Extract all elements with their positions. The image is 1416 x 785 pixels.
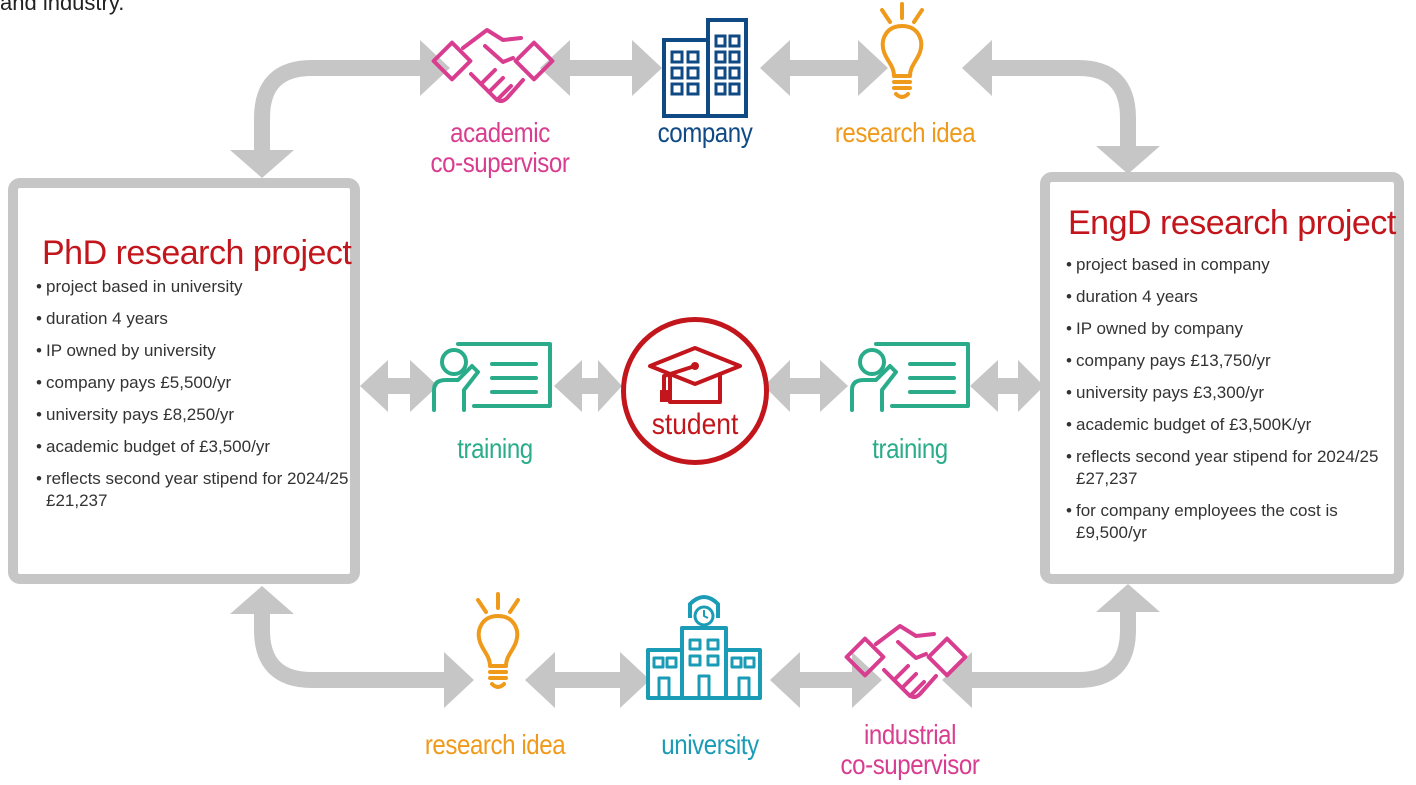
arrowhead <box>632 40 662 96</box>
arrowhead <box>420 40 450 96</box>
industrial-co-supervisor-label: industrial co-supervisor <box>840 719 980 780</box>
arrowhead <box>942 652 972 708</box>
arrowhead <box>770 652 800 708</box>
connector-bottom-right <box>965 608 1136 688</box>
connector-top-right <box>985 60 1136 150</box>
list-item: •project based in university <box>36 277 243 296</box>
university-label: university <box>661 729 759 760</box>
handshake-icon <box>844 624 968 699</box>
research-idea-label-bottom: research idea <box>424 729 566 760</box>
list-item: •university pays £8,250/yr <box>36 405 235 424</box>
training-label-left: training <box>457 433 533 464</box>
lightbulb-icon <box>476 592 520 689</box>
list-item: •IP owned by company <box>1066 319 1243 338</box>
company-label: company <box>657 117 753 148</box>
arrowhead <box>760 40 790 96</box>
training-label-right: training <box>872 433 948 464</box>
connector-arrowheads <box>230 40 1160 708</box>
teacher-board-icon <box>432 342 552 412</box>
list-item: •university pays £3,300/yr <box>1066 383 1265 402</box>
list-item: •duration 4 years <box>1066 287 1198 306</box>
arrowhead <box>852 652 882 708</box>
arrowhead <box>444 652 474 708</box>
list-item: •reflects second year stipend for 2024/2… <box>1066 447 1379 488</box>
list-item: •reflects second year stipend for 2024/2… <box>36 469 349 510</box>
arrowhead <box>230 150 294 178</box>
arrowhead <box>540 40 570 96</box>
student-node: student <box>621 317 769 465</box>
list-item: •for company employees the cost is £9,50… <box>1066 501 1338 542</box>
list-item: •IP owned by university <box>36 341 216 360</box>
list-item: •company pays £13,750/yr <box>1066 351 1271 370</box>
list-item: •project based in company <box>1066 255 1270 274</box>
academic-co-supervisor-label: academic co-supervisor <box>430 117 570 178</box>
office-building-icon <box>662 18 748 118</box>
arrowhead <box>525 652 555 708</box>
arrowhead <box>230 586 294 614</box>
handshake-icon <box>431 28 555 103</box>
teacher-board-icon <box>850 342 970 412</box>
phd-project-panel: PhD research project •project based in u… <box>8 178 360 584</box>
list-item: •academic budget of £3,500K/yr <box>1066 415 1312 434</box>
arrowhead <box>764 360 790 412</box>
list-item: •duration 4 years <box>36 309 168 328</box>
student-label: student <box>651 408 739 441</box>
arrowhead <box>1096 146 1160 174</box>
arrowhead <box>970 360 998 412</box>
phd-bullet-list: •project based in university •duration 4… <box>36 276 354 522</box>
arrowhead <box>858 40 888 96</box>
arrowhead <box>1018 360 1044 412</box>
intro-text-fragment: and industry. <box>0 0 125 15</box>
engd-project-panel: EngD research project •project based in … <box>1040 172 1404 584</box>
arrowhead <box>598 360 622 412</box>
list-item: •company pays £5,500/yr <box>36 373 232 392</box>
arrowhead <box>962 40 992 96</box>
arrowhead <box>820 360 848 412</box>
connector-bottom-left <box>254 610 450 688</box>
phd-title: PhD research project <box>42 234 352 272</box>
engd-title: EngD research project <box>1068 204 1396 242</box>
arrowhead <box>1096 584 1160 612</box>
university-building-icon <box>646 595 762 700</box>
lightbulb-icon <box>880 2 924 99</box>
arrowhead <box>620 652 650 708</box>
list-item: •academic budget of £3,500/yr <box>36 437 270 456</box>
research-idea-label-top: research idea <box>834 117 976 148</box>
engd-bullet-list: •project based in company •duration 4 ye… <box>1066 254 1396 554</box>
connector-top-left <box>254 60 425 152</box>
arrowhead <box>410 360 438 412</box>
graduation-cap-icon <box>648 346 742 404</box>
arrowhead <box>360 360 388 412</box>
arrowhead <box>554 360 582 412</box>
